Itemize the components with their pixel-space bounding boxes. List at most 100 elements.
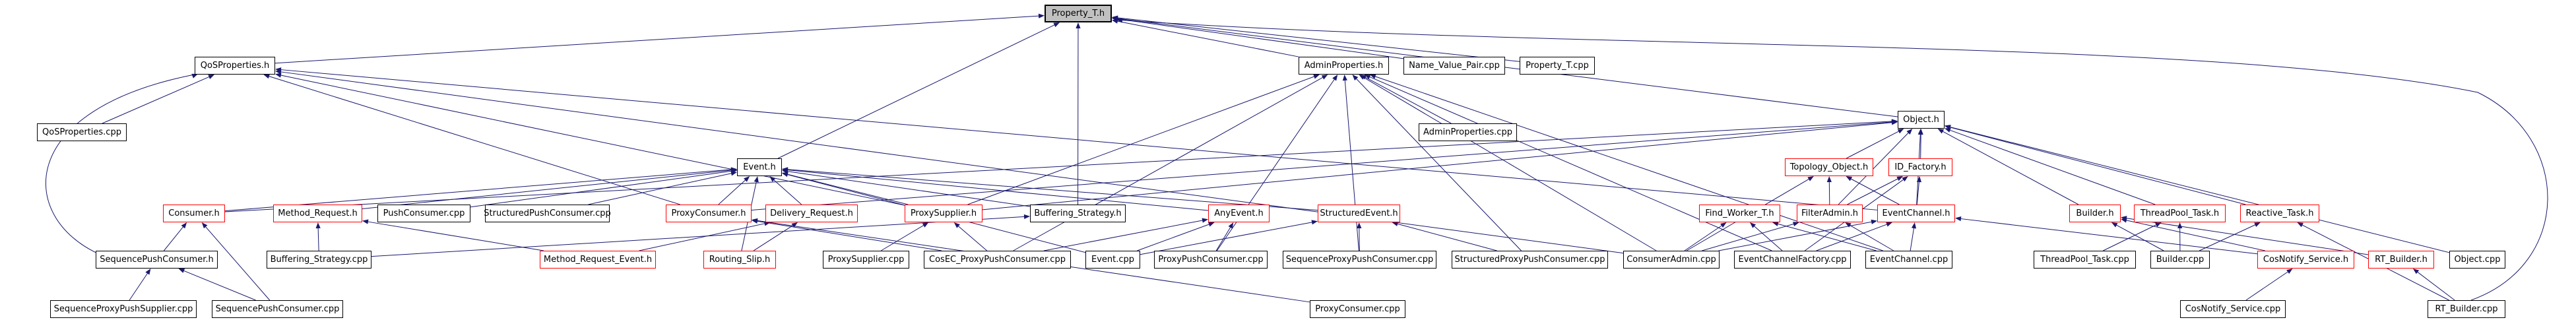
graph-node-filteradmin_h[interactable]: FilterAdmin.h: [1797, 205, 1863, 222]
graph-node-eventchannel_h[interactable]: EventChannel.h: [1877, 205, 1955, 222]
graph-node-structuredpushconsumer_cpp[interactable]: StructuredPushConsumer.cpp: [484, 205, 611, 222]
graph-node-sequenceproxypushsupplier_cpp[interactable]: SequenceProxyPushSupplier.cpp: [50, 300, 197, 318]
graph-node-cosnotify_service_h[interactable]: CosNotify_Service.h: [2257, 251, 2354, 269]
edge-threadpool_task_cpp-threadpool_task_h: [2103, 224, 2157, 251]
edge-name_value_pair_cpp-property_t_h: [1116, 18, 1404, 59]
edge-builder_cpp-reactive_task_h: [2199, 224, 2256, 251]
edge-consumeradmin_cpp-filteradmin_h: [1702, 223, 1795, 251]
edge-arrowhead: [315, 222, 321, 229]
graph-node-pushconsumer_cpp[interactable]: PushConsumer.cpp: [377, 205, 470, 222]
graph-node-proxypushconsumer_cpp[interactable]: ProxyPushConsumer.cpp: [1154, 251, 1268, 269]
edge-arrowhead: [1342, 75, 1347, 81]
edge-arrowhead: [1906, 129, 1913, 135]
graph-node-id_factory_h[interactable]: ID_Factory.h: [1888, 158, 1952, 176]
edge-arrowhead: [1076, 22, 1081, 29]
edge-arrowhead: [744, 176, 750, 182]
edge-cosec_proxypushconsumer_cpp-proxysupplier_h: [957, 225, 988, 251]
graph-node-builder_h[interactable]: Builder.h: [2069, 205, 2121, 222]
edge-arrowhead: [763, 221, 771, 226]
edge-threadpool_task_h-object_h: [1949, 129, 2156, 205]
edge-arrowhead: [2412, 269, 2420, 274]
edge-arrowhead: [1793, 222, 1799, 226]
graph-node-find_worker_t_h[interactable]: Find_Worker_T.h: [1699, 205, 1780, 222]
graph-node-proxyconsumer_h[interactable]: ProxyConsumer.h: [666, 205, 752, 222]
edge-structuredproxypushconsumer_cpp-structuredevent_h: [1397, 223, 1497, 251]
graph-node-threadpool_task_h[interactable]: ThreadPool_Task.h: [2134, 205, 2226, 222]
graph-node-event_h[interactable]: Event.h: [737, 158, 782, 176]
graph-node-routing_slip_h[interactable]: Routing_Slip.h: [703, 251, 776, 269]
graph-node-cosnotify_service_cpp[interactable]: CosNotify_Service.cpp: [2180, 300, 2286, 318]
graph-node-builder_cpp[interactable]: Builder.cpp: [2150, 251, 2210, 269]
graph-node-qosproperties_cpp[interactable]: QoSProperties.cpp: [37, 123, 127, 141]
edge-structuredproxypushconsumer_cpp-adminproperties_h: [1355, 78, 1522, 251]
graph-node-event_cpp[interactable]: Event.cpp: [1085, 251, 1140, 269]
edge-arrowhead: [1772, 221, 1779, 226]
graph-node-buffering_strategy_h[interactable]: Buffering_Strategy.h: [1030, 205, 1126, 222]
edge-arrowhead: [263, 74, 270, 79]
graph-node-threadpool_task_cpp[interactable]: ThreadPool_Task.cpp: [2034, 251, 2136, 269]
edge-arrowhead: [791, 222, 798, 228]
edge-arrowhead: [1911, 222, 1917, 229]
edge-method_request_event_h-delivery_request_h: [639, 223, 765, 251]
graph-node-rt_builder_h[interactable]: RT_Builder.h: [2368, 251, 2434, 269]
graph-node-consumeradmin_cpp[interactable]: ConsumerAdmin.cpp: [1623, 251, 1720, 269]
graph-node-method_request_h[interactable]: Method_Request.h: [273, 205, 362, 222]
graph-node-adminproperties_cpp[interactable]: AdminProperties.cpp: [1419, 123, 1517, 141]
edge-method_request_event_h-method_request_h: [367, 221, 544, 251]
edge-arrowhead: [1311, 220, 1318, 225]
graph-node-topology_object_h[interactable]: Topology_Object.h: [1785, 158, 1873, 176]
edge-arrowhead: [1208, 222, 1215, 227]
graph-node-anyevent_h[interactable]: AnyEvent.h: [1208, 205, 1270, 222]
edge-qosproperties_h-property_t_h: [274, 15, 1040, 64]
edge-arrowhead: [1902, 176, 1908, 182]
graph-node-qosproperties_h[interactable]: QoSProperties.h: [195, 57, 275, 75]
edge-arrowhead: [730, 171, 737, 176]
graph-node-sequencepushconsumer_h[interactable]: SequencePushConsumer.h: [96, 251, 218, 269]
graph-node-consumer_h[interactable]: Consumer.h: [163, 205, 225, 222]
edge-arrowhead: [1053, 22, 1060, 28]
graph-node-proxysupplier_h[interactable]: ProxySupplier.h: [905, 205, 982, 222]
edge-topology_object_h-object_h: [1846, 131, 1900, 159]
edge-arrowhead: [275, 69, 282, 75]
graph-node-reactive_task_h[interactable]: Reactive_Task.h: [2240, 205, 2319, 222]
graph-node-adminproperties_h[interactable]: AdminProperties.h: [1299, 57, 1389, 75]
edge-eventchannel_cpp-eventchannel_h: [1910, 227, 1915, 251]
edge-arrowhead: [2177, 222, 2183, 229]
edge-consumeradmin_cpp-find_worker_t_h: [1684, 225, 1723, 251]
edge-adminproperties_h-property_t_h: [1116, 20, 1299, 57]
graph-node-cosec_proxypushconsumer_cpp[interactable]: CosEC_ProxyPushConsumer.cpp: [924, 251, 1071, 269]
edge-filteradmin_h-id_factory_h: [1847, 178, 1899, 205]
edge-curve-object_cpp-property_t_h: [1116, 19, 2548, 301]
graph-node-object_cpp[interactable]: Object.cpp: [2449, 251, 2505, 269]
edge-arrowhead: [2121, 216, 2127, 221]
edge-sequenceproxypushconsumer_cpp-structuredevent_h: [1359, 227, 1360, 251]
edge-arrowhead: [1332, 75, 1338, 81]
graph-node-proxyconsumer_cpp[interactable]: ProxyConsumer.cpp: [1310, 300, 1405, 318]
graph-node-structuredevent_h[interactable]: StructuredEvent.h: [1318, 205, 1400, 222]
edge-reactive_task_h-object_h: [1949, 127, 2246, 205]
graph-node-property_t_cpp[interactable]: Property_T.cpp: [1520, 57, 1595, 75]
edge-object_h-property_t_h: [1116, 18, 1898, 117]
graph-node-object_h[interactable]: Object.h: [1898, 111, 1945, 129]
edge-arrowhead: [1116, 18, 1123, 23]
edge-arrowhead: [1228, 222, 1234, 229]
graph-node-name_value_pair_cpp[interactable]: Name_Value_Pair.cpp: [1403, 57, 1505, 75]
edge-buffering_strategy_cpp-method_request_h: [317, 227, 319, 251]
graph-node-proxysupplier_cpp[interactable]: ProxySupplier.cpp: [823, 251, 909, 269]
graph-node-rt_builder_cpp[interactable]: RT_Builder.cpp: [2428, 300, 2505, 318]
edge-arrowhead: [1364, 75, 1371, 79]
graph-node-sequencepushconsumer_cpp[interactable]: SequencePushConsumer.cpp: [212, 300, 343, 318]
edge-proxyconsumer_h-qosproperties_h: [268, 75, 680, 205]
edge-consumer_h-object_h: [224, 121, 1893, 212]
graph-node-sequenceproxypushconsumer_cpp[interactable]: SequenceProxyPushConsumer.cpp: [1283, 251, 1436, 269]
graph-node-delivery_request_h[interactable]: Delivery_Request.h: [765, 205, 858, 222]
graph-node-eventchannel_cpp[interactable]: EventChannel.cpp: [1865, 251, 1952, 269]
graph-node-structuredproxypushconsumer_cpp[interactable]: StructuredProxyPushConsumer.cpp: [1452, 251, 1608, 269]
edge-proxysupplier_cpp-proxysupplier_h: [880, 224, 924, 251]
graph-node-method_request_event_h[interactable]: Method_Request_Event.h: [540, 251, 656, 269]
edge-sequencepushconsumer_cpp-sequencepushconsumer_h: [183, 270, 256, 301]
graph-node-buffering_strategy_cpp[interactable]: Buffering_Strategy.cpp: [267, 251, 371, 269]
edge-arrowhead: [1749, 222, 1756, 228]
graph-node-eventchannelfactory_cpp[interactable]: EventChannelFactory.cpp: [1734, 251, 1851, 269]
